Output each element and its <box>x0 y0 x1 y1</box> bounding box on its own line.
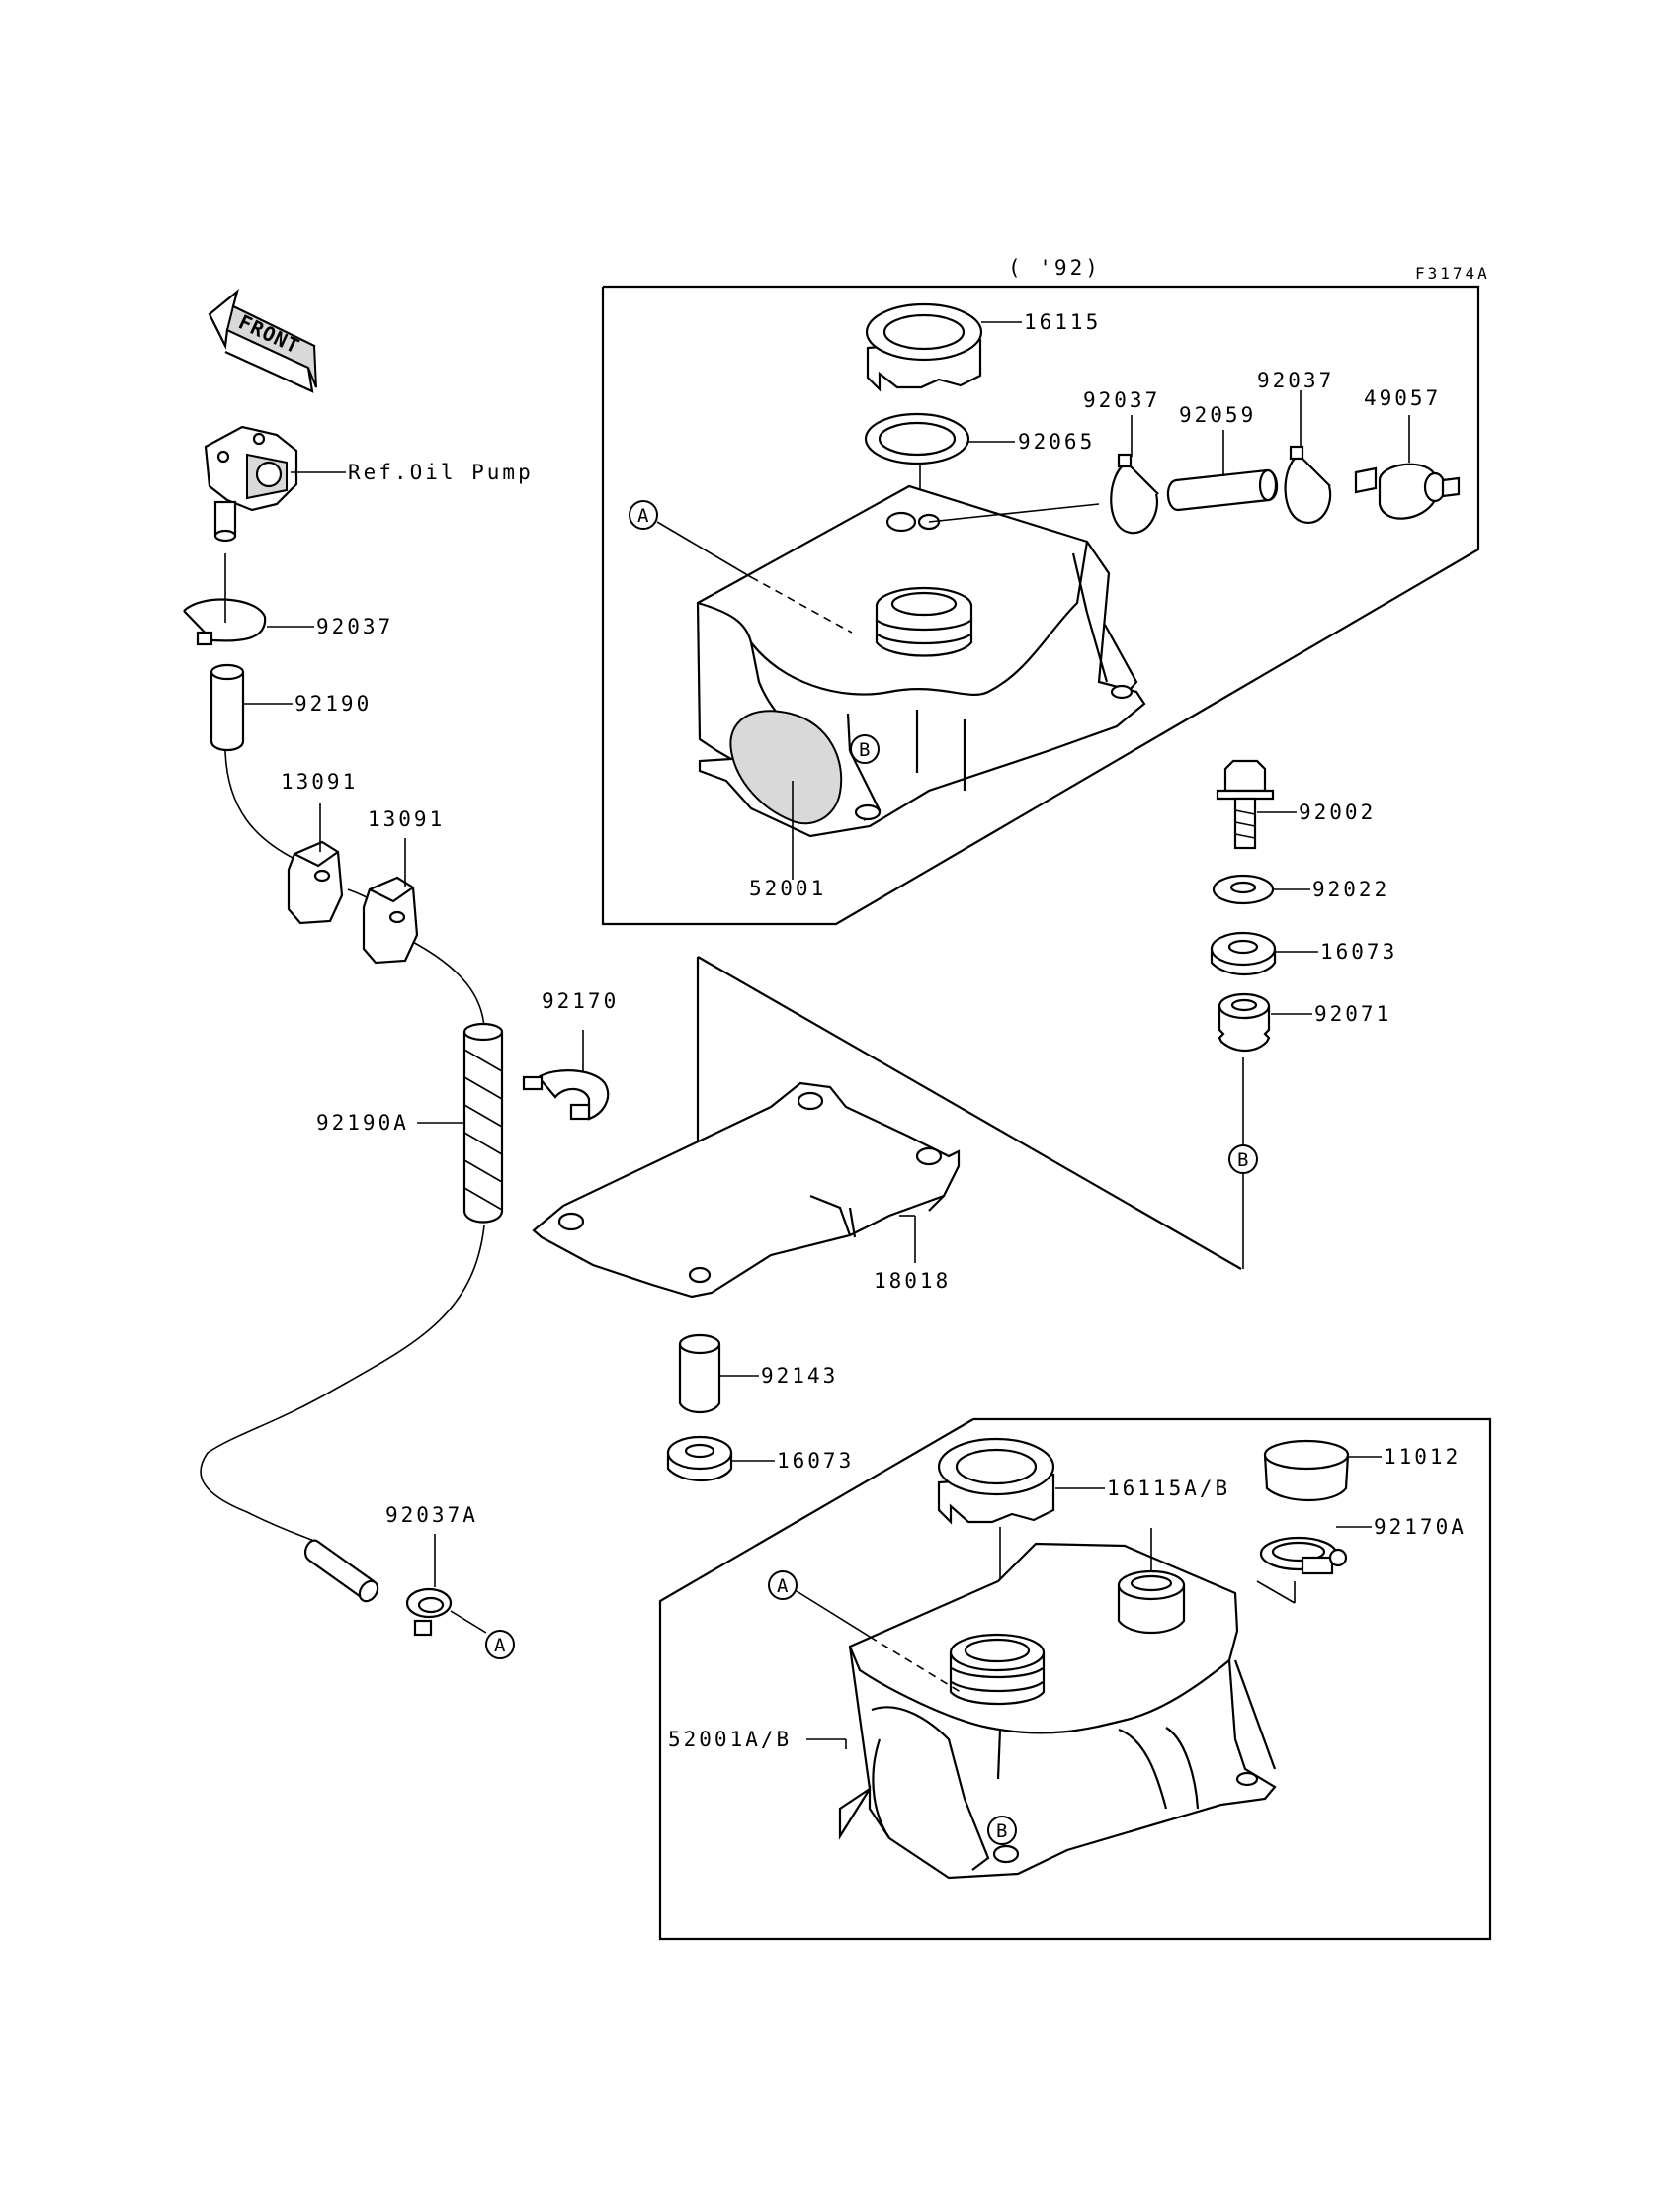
clamp-92170A <box>1259 1536 1348 1575</box>
breather-filter-49057 <box>1354 463 1461 520</box>
collar-92143 <box>678 1333 721 1414</box>
label-16073-low: 16073 <box>777 1449 854 1473</box>
label-92065: 92065 <box>1018 430 1095 454</box>
label-92002: 92002 <box>1299 801 1376 824</box>
label-11012: 11012 <box>1384 1445 1461 1469</box>
grommet-16073-mid <box>1210 931 1277 975</box>
ref-a-lower: A <box>768 1570 798 1600</box>
ref-a-left: A <box>485 1630 515 1659</box>
ref-b-right: B <box>1228 1144 1258 1174</box>
svg-text:B: B <box>859 739 870 761</box>
washer-92022 <box>1212 874 1275 905</box>
breather-hose-92059 <box>1166 468 1279 512</box>
upper-tank-box <box>601 285 1480 926</box>
filler-cap-16115 <box>865 302 983 392</box>
ref-b-lower: B <box>987 1816 1017 1845</box>
filler-cap-16115AB <box>937 1437 1055 1525</box>
year-note: ( '92) <box>1008 256 1101 280</box>
svg-text:B: B <box>996 1820 1007 1842</box>
cap-11012 <box>1263 1439 1350 1502</box>
label-92170A: 92170A <box>1374 1515 1467 1539</box>
label-92190: 92190 <box>294 692 372 716</box>
svg-text:A: A <box>494 1635 506 1656</box>
figure-code: F3174A <box>1415 264 1490 283</box>
label-92170: 92170 <box>542 989 619 1013</box>
lower-tank-box <box>658 1417 1492 1941</box>
label-49057: 49057 <box>1364 386 1441 410</box>
label-92143: 92143 <box>761 1364 838 1388</box>
front-arrow: FRONT <box>208 288 317 393</box>
grommet-16073-low <box>666 1435 733 1481</box>
label-92059: 92059 <box>1179 403 1256 427</box>
bolt-92002 <box>1216 759 1275 850</box>
clamp-92170 <box>522 1069 610 1121</box>
clamp-92037-b <box>1110 453 1159 535</box>
label-52001: 52001 <box>749 877 826 900</box>
clamp-92037A <box>405 1587 453 1637</box>
label-92022: 92022 <box>1312 878 1389 901</box>
hose-end <box>303 1539 379 1603</box>
label-16115: 16115 <box>1024 310 1101 334</box>
label-16073-mid: 16073 <box>1320 940 1397 964</box>
hose-92190 <box>210 663 245 752</box>
damper-13091-a <box>287 840 344 925</box>
svg-text:B: B <box>1237 1149 1248 1171</box>
hose-92190A <box>462 1022 504 1224</box>
label-92190A: 92190A <box>316 1111 409 1135</box>
label-92037-b: 92037 <box>1083 388 1160 412</box>
oil-tank-52001AB <box>838 1542 1277 1880</box>
label-52001AB: 52001A/B <box>668 1728 792 1751</box>
clamp-92037-top <box>183 598 267 646</box>
label-92071: 92071 <box>1314 1002 1391 1026</box>
label-16115AB: 16115A/B <box>1107 1477 1230 1500</box>
damper-13091-b <box>362 876 419 965</box>
label-18018: 18018 <box>874 1269 951 1293</box>
front-label: FRONT <box>235 309 303 358</box>
damper-92071 <box>1218 992 1271 1053</box>
label-92037A: 92037A <box>385 1503 478 1527</box>
label-13091-b: 13091 <box>368 807 445 831</box>
svg-text:A: A <box>777 1575 789 1597</box>
gasket-92065 <box>864 412 970 465</box>
label-92037-c: 92037 <box>1257 369 1334 392</box>
label-92037-top: 92037 <box>316 615 393 638</box>
oil-tank-52001 <box>696 484 1146 838</box>
ref-oil-pump-label: Ref.Oil Pump <box>348 461 534 484</box>
ref-a-upper: A <box>629 500 658 530</box>
label-13091-a: 13091 <box>281 770 358 794</box>
svg-text:A: A <box>637 505 649 527</box>
bracket-18018 <box>532 1081 961 1299</box>
clamp-92037-c <box>1284 445 1332 525</box>
ref-b-upper: B <box>850 734 880 764</box>
oil-pump <box>204 425 298 543</box>
